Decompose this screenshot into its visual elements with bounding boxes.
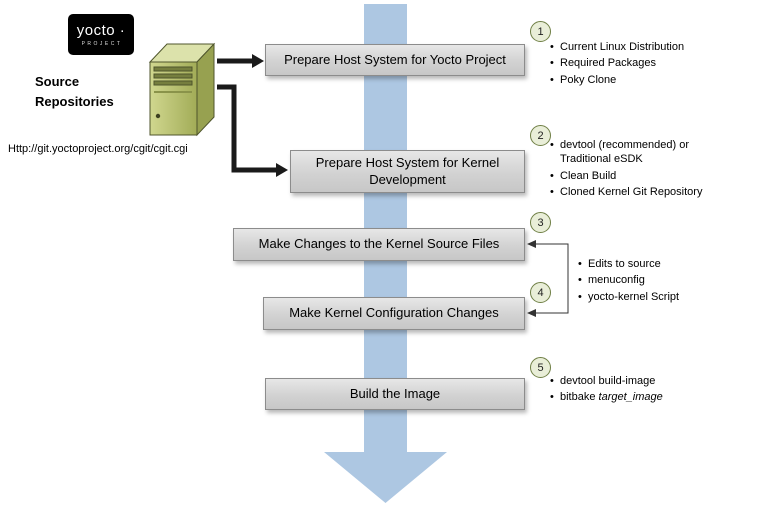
step-box-2: Prepare Host System for Kernel Developme… — [290, 150, 525, 193]
bullet-item: yocto-kernel Script — [577, 290, 752, 305]
bullet-item: bitbake target_image — [549, 390, 744, 405]
step-2-bullets: devtool (recommended) or Traditional eSD… — [549, 138, 734, 201]
bullet-item: Current Linux Distribution — [549, 40, 759, 55]
step-number-1: 1 — [530, 21, 551, 42]
yocto-logo: yocto · PROJECT — [68, 14, 134, 55]
bracket-connector-steps-3-4 — [527, 240, 569, 317]
server-icon — [148, 42, 216, 137]
arrow-server-to-step2 — [217, 84, 288, 177]
bullet-item: Required Packages — [549, 56, 759, 71]
step-number-5: 5 — [530, 357, 551, 378]
step-number-4: 4 — [530, 282, 551, 303]
step-1-bullets: Current Linux Distribution Required Pack… — [549, 40, 759, 89]
arrow-server-to-step1 — [217, 54, 264, 68]
bullet-item: Edits to source — [577, 257, 752, 272]
bullet-text: bitbake — [560, 391, 599, 404]
bullet-item: devtool (recommended) or Traditional eSD… — [549, 138, 734, 167]
yocto-logo-subtitle: PROJECT — [81, 41, 123, 47]
step-box-1: Prepare Host System for Yocto Project — [265, 44, 525, 76]
step-box-3: Make Changes to the Kernel Source Files — [233, 228, 525, 261]
steps-3-4-shared-bullets: Edits to source menuconfig yocto-kernel … — [577, 257, 752, 306]
step-5-bullets: devtool build-image bitbake target_image — [549, 374, 744, 407]
step-box-4: Make Kernel Configuration Changes — [263, 297, 525, 330]
bullet-item: Clean Build — [549, 169, 734, 184]
bullet-item: Poky Clone — [549, 73, 759, 88]
repository-url: Http://git.yoctoproject.org/cgit/cgit.cg… — [8, 143, 188, 155]
step-box-5: Build the Image — [265, 378, 525, 410]
bullet-item: devtool build-image — [549, 374, 744, 389]
step-number-2: 2 — [530, 125, 551, 146]
bullet-item: menuconfig — [577, 273, 752, 288]
bullet-item: Cloned Kernel Git Repository — [549, 185, 734, 200]
source-repositories-label: Source Repositories — [35, 74, 114, 109]
bullet-italic-text: target_image — [598, 391, 663, 404]
yocto-logo-title: yocto · — [76, 22, 126, 39]
step-number-3: 3 — [530, 212, 551, 233]
